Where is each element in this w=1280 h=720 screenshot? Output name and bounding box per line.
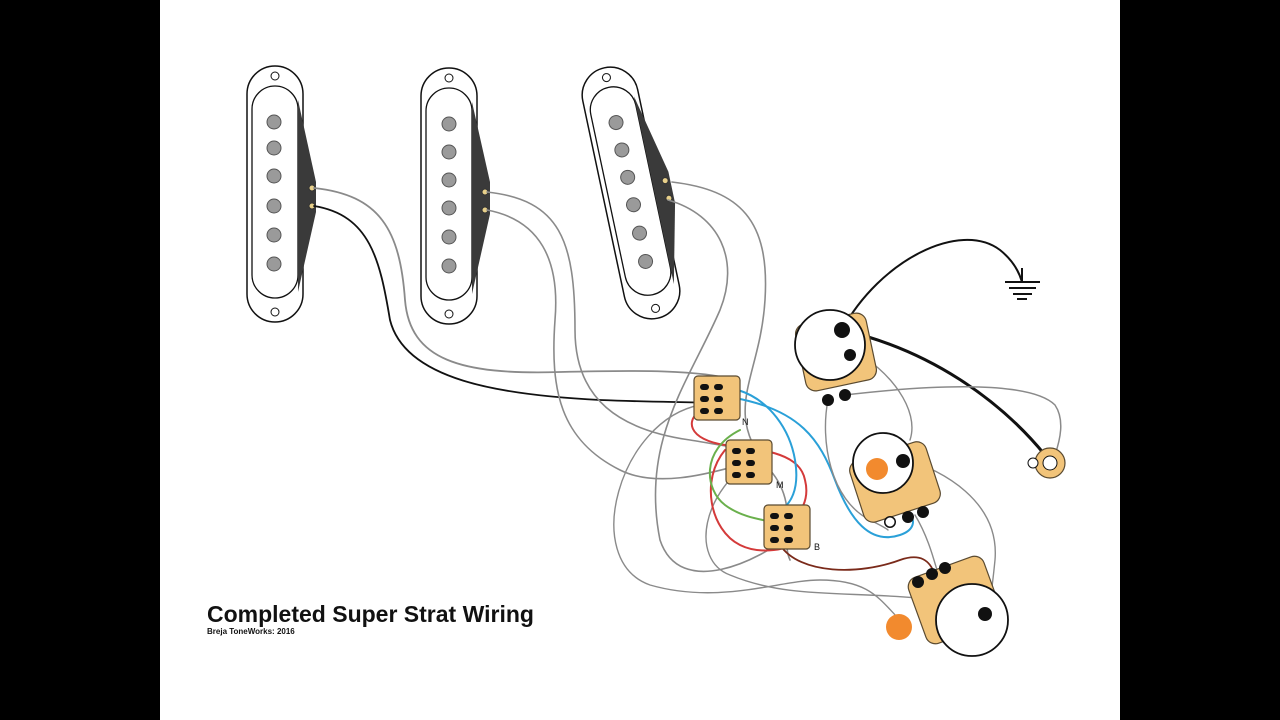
diagram-title: Completed Super Strat Wiring [207,601,534,627]
switch-middle: M [725,439,784,490]
pickup-bridge [581,66,681,320]
tone-pot-1 [849,432,941,528]
switch-middle-label: M [776,480,784,490]
switch-bridge: B [763,504,820,552]
switch-neck: N [693,375,749,427]
diagram-credit: Breja ToneWorks: 2016 [207,627,295,636]
volume-pot [794,309,878,406]
tone-capacitor [886,614,912,640]
output-jack-icon [1027,447,1066,479]
letterbox-right [1120,0,1280,720]
ground-symbol-icon [1005,268,1040,300]
letterbox-left [0,0,160,720]
capacitor-lead-eyelet [884,516,896,528]
switch-bridge-label: B [814,542,820,552]
pickup-neck [246,65,316,323]
pickup-middle [420,67,490,325]
tone-pot-2 [907,555,1009,657]
switch-neck-label: N [742,417,749,427]
